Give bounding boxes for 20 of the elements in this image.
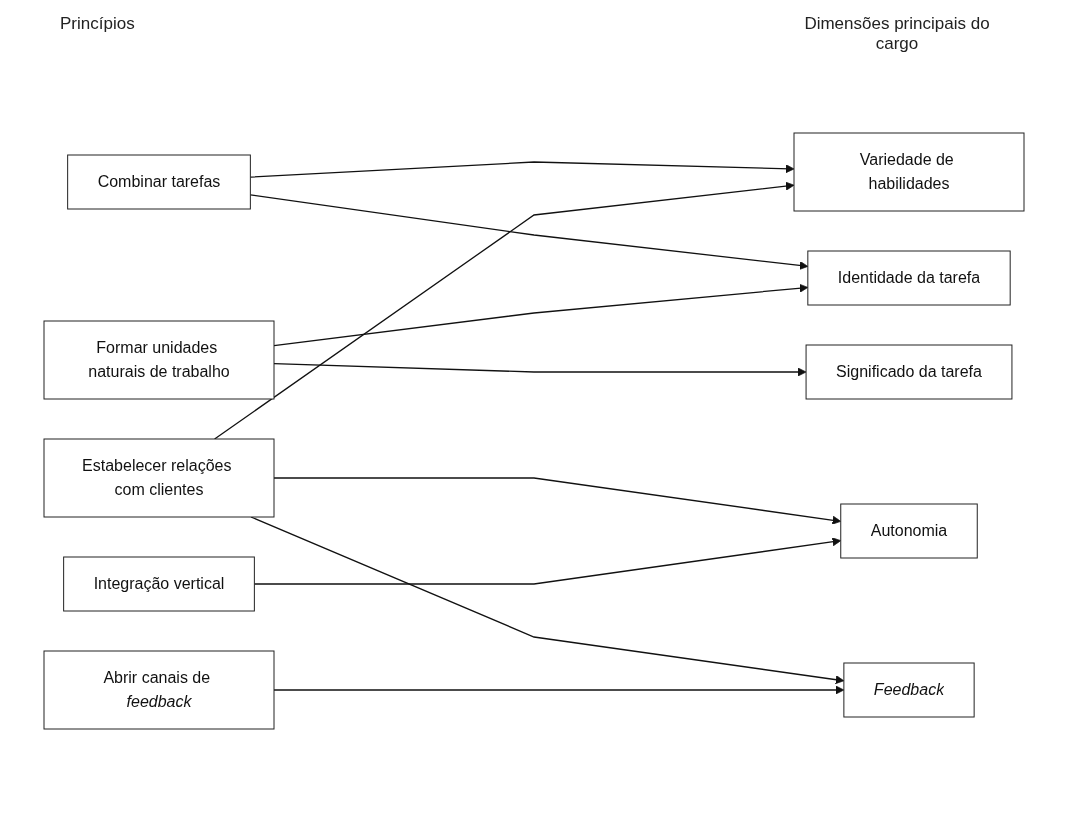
node-box: Identidade da tarefa	[806, 250, 1011, 306]
arrow	[253, 537, 841, 585]
node-box: Combinar tarefas	[66, 154, 251, 210]
arrow	[272, 363, 806, 377]
arrow	[272, 685, 844, 695]
node-box: Integração vertical	[62, 556, 255, 612]
column-heading: Princípios	[60, 14, 135, 35]
column-heading: Dimensões principais do cargo	[803, 14, 991, 50]
arrow	[272, 283, 808, 347]
arrow	[249, 194, 808, 270]
node-box: Autonomia	[839, 503, 978, 559]
node-box: Formar unidades naturais de trabalho	[43, 320, 274, 400]
node-box: Estabelecer relações com clientes	[43, 438, 274, 518]
node-box: Significado da tarefa	[805, 344, 1012, 400]
node-box: Feedback	[842, 662, 975, 718]
arrow	[249, 161, 794, 178]
node-box: Abrir canais de feedback	[43, 650, 274, 730]
arrow	[272, 477, 841, 525]
arrow	[213, 181, 794, 440]
node-box: Variedade de habilidades	[793, 132, 1024, 212]
